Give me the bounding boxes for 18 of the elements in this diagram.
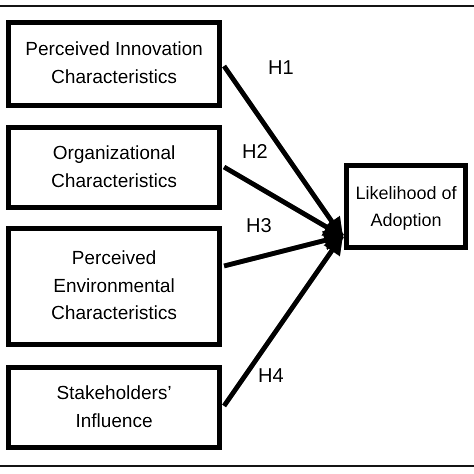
edge-label: H2 bbox=[242, 142, 268, 162]
box-text: Perceived Innovation Characteristics bbox=[24, 38, 204, 90]
arrow bbox=[222, 164, 344, 238]
process-box bbox=[6, 365, 222, 450]
process-box bbox=[6, 125, 222, 210]
edge-label: H1 bbox=[268, 58, 294, 78]
process-box bbox=[6, 20, 222, 108]
process-box bbox=[344, 163, 468, 250]
box-text: Stakeholders’ Influence bbox=[55, 382, 173, 434]
arrow bbox=[222, 234, 344, 408]
box-text: Organizational Characteristics bbox=[50, 142, 178, 194]
edge-label: H3 bbox=[246, 216, 272, 236]
arrow bbox=[222, 64, 344, 238]
box-text: Perceived Environmental Characteristics bbox=[50, 247, 178, 326]
box-text: Likelihood of Adoption bbox=[354, 182, 458, 232]
arrow bbox=[223, 230, 344, 268]
edge-label: H4 bbox=[258, 366, 284, 386]
process-box bbox=[6, 226, 222, 347]
